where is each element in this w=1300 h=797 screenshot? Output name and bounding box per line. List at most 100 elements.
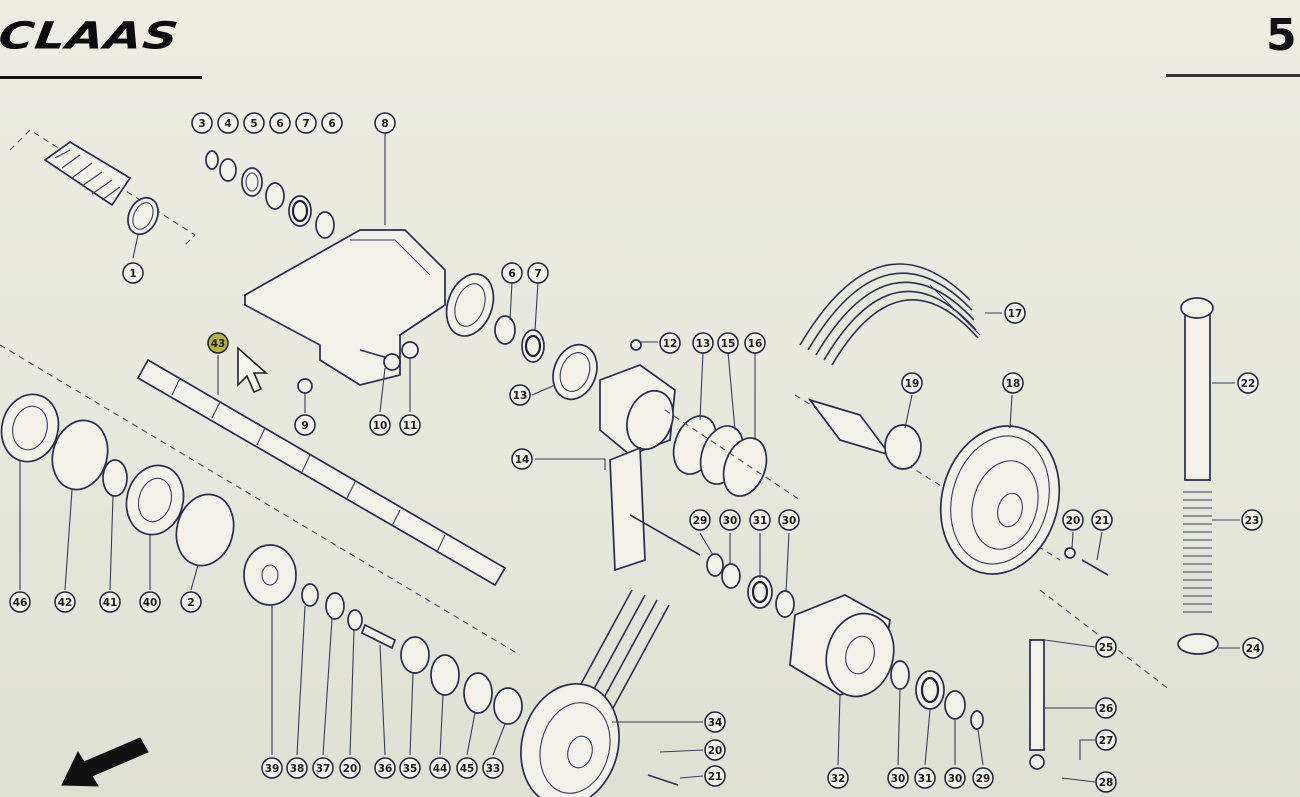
callout-label: 21 (708, 771, 723, 783)
callout-16[interactable]: 16 (744, 332, 766, 354)
callout-36[interactable]: 36 (374, 757, 396, 779)
callout-13[interactable]: 13 (692, 332, 714, 354)
fastener-set (301, 583, 523, 725)
callout-1[interactable]: 1 (122, 262, 144, 284)
callout-circle (339, 757, 361, 779)
callout-label: 16 (748, 338, 763, 350)
callout-12[interactable]: 12 (659, 332, 681, 354)
callout-13[interactable]: 13 (509, 384, 531, 406)
callout-circle (887, 767, 909, 789)
callout-label: 31 (918, 773, 933, 785)
callout-15[interactable]: 15 (717, 332, 739, 354)
callout-38[interactable]: 38 (286, 757, 308, 779)
callout-46[interactable]: 46 (9, 591, 31, 613)
callout-35[interactable]: 35 (399, 757, 421, 779)
callout-9[interactable]: 9 (294, 414, 316, 436)
callout-circle (511, 448, 533, 470)
callout-32[interactable]: 32 (827, 767, 849, 789)
callout-7[interactable]: 7 (527, 262, 549, 284)
callout-20[interactable]: 20 (1062, 509, 1084, 531)
callout-31[interactable]: 31 (914, 767, 936, 789)
callout-28[interactable]: 28 (1095, 771, 1117, 793)
callout-circle (1241, 509, 1263, 531)
callout-circle (749, 509, 771, 531)
callout-3[interactable]: 3 (191, 112, 213, 134)
callout-43[interactable]: 43 (207, 332, 229, 354)
callout-44[interactable]: 44 (429, 757, 451, 779)
callout-31[interactable]: 31 (749, 509, 771, 531)
callout-label: 8 (381, 118, 388, 130)
callout-6[interactable]: 6 (321, 112, 343, 134)
callout-21[interactable]: 21 (1091, 509, 1113, 531)
callout-41[interactable]: 41 (99, 591, 121, 613)
callout-label: 31 (753, 515, 768, 527)
callout-45[interactable]: 45 (456, 757, 478, 779)
callout-6[interactable]: 6 (501, 262, 523, 284)
callout-40[interactable]: 40 (139, 591, 161, 613)
callout-label: 37 (316, 763, 331, 775)
callout-circle (509, 384, 531, 406)
drive-belt-part (799, 263, 981, 366)
callout-label: 6 (276, 118, 283, 130)
callout-label: 33 (486, 763, 501, 775)
callout-29[interactable]: 29 (689, 509, 711, 531)
callout-8[interactable]: 8 (374, 112, 396, 134)
callout-circle (243, 112, 265, 134)
callout-label: 29 (976, 773, 991, 785)
callout-26[interactable]: 26 (1095, 697, 1117, 719)
callout-27[interactable]: 27 (1095, 729, 1117, 751)
callout-circle (99, 591, 121, 613)
callout-circle (1091, 509, 1113, 531)
callout-23[interactable]: 23 (1241, 509, 1263, 531)
callout-30[interactable]: 30 (944, 767, 966, 789)
callout-4[interactable]: 4 (217, 112, 239, 134)
callout-circle (704, 765, 726, 787)
callout-circle (139, 591, 161, 613)
callout-22[interactable]: 22 (1237, 372, 1259, 394)
callout-label: 46 (13, 597, 28, 609)
callout-circle (374, 112, 396, 134)
callout-circle (399, 757, 421, 779)
callout-label: 43 (211, 338, 226, 350)
callout-7[interactable]: 7 (295, 112, 317, 134)
callout-circle (399, 414, 421, 436)
callout-label: 29 (693, 515, 708, 527)
callout-30[interactable]: 30 (719, 509, 741, 531)
callout-19[interactable]: 19 (901, 372, 923, 394)
callout-18[interactable]: 18 (1002, 372, 1024, 394)
callout-29[interactable]: 29 (972, 767, 994, 789)
callout-label: 7 (302, 118, 309, 130)
callout-37[interactable]: 37 (312, 757, 334, 779)
callout-circle (1062, 509, 1084, 531)
callout-10[interactable]: 10 (369, 414, 391, 436)
callout-30[interactable]: 30 (887, 767, 909, 789)
callout-30[interactable]: 30 (778, 509, 800, 531)
callout-11[interactable]: 11 (399, 414, 421, 436)
callout-circle (901, 372, 923, 394)
callout-25[interactable]: 25 (1095, 636, 1117, 658)
pulley-assembly-part (794, 394, 1109, 576)
main-shaft-part (0, 344, 521, 656)
callout-label: 21 (1095, 515, 1110, 527)
callout-21[interactable]: 21 (704, 765, 726, 787)
callout-circle (1095, 771, 1117, 793)
spring-tensioner-part (1029, 297, 1219, 770)
callout-39[interactable]: 39 (261, 757, 283, 779)
callout-20[interactable]: 20 (339, 757, 361, 779)
arrow-down-left-icon[interactable] (61, 737, 149, 787)
callout-34[interactable]: 34 (704, 711, 726, 733)
exploded-view-artwork (0, 129, 1240, 797)
callout-label: 6 (328, 118, 335, 130)
callout-17[interactable]: 17 (1004, 302, 1026, 324)
callout-label: 6 (508, 268, 515, 280)
callout-2[interactable]: 2 (180, 591, 202, 613)
callout-6[interactable]: 6 (269, 112, 291, 134)
callout-14[interactable]: 14 (511, 448, 533, 470)
callout-20[interactable]: 20 (704, 739, 726, 761)
callout-33[interactable]: 33 (482, 757, 504, 779)
callout-5[interactable]: 5 (243, 112, 265, 134)
callout-label: 9 (301, 420, 308, 432)
callout-24[interactable]: 24 (1242, 637, 1264, 659)
callout-42[interactable]: 42 (54, 591, 76, 613)
callout-circle (1002, 372, 1024, 394)
